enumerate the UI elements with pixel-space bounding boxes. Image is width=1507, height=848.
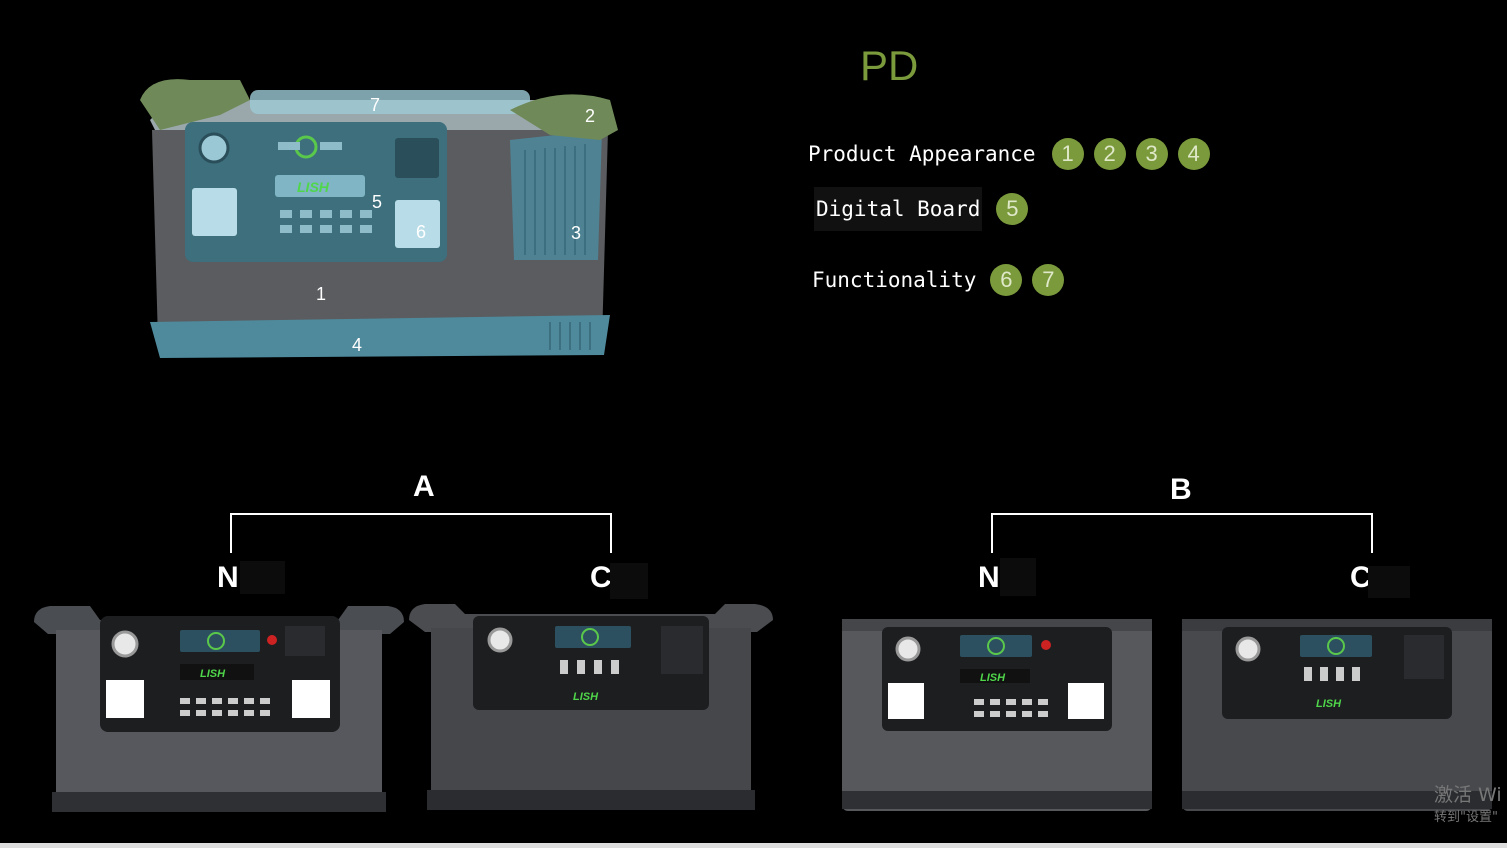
hero-logo: LISH xyxy=(297,179,330,195)
number-badge: 4 xyxy=(1177,138,1210,170)
redacted-block xyxy=(240,561,285,594)
page-title: PD xyxy=(860,42,919,89)
feature-label: Functionality xyxy=(812,268,977,292)
product-image-a-n: LISH xyxy=(34,606,404,812)
number-badge: 1 xyxy=(1051,138,1084,170)
feature-digital-board: Digital Board 5 xyxy=(814,187,1029,231)
activation-watermark: 激活 Wi xyxy=(1434,784,1502,806)
number-badge: 3 xyxy=(1135,138,1168,170)
product-image-b-n: LISH xyxy=(842,619,1152,811)
group-label-b: B xyxy=(1170,473,1192,506)
group-label-a: A xyxy=(413,470,435,503)
product-image-b-c: LISH xyxy=(1182,619,1492,811)
number-badge: 7 xyxy=(1032,264,1065,296)
feature-product-appearance: Product Appearance 1 2 3 4 xyxy=(808,138,1210,170)
callout-number: 1 xyxy=(316,284,327,304)
number-badge: 2 xyxy=(1093,138,1126,170)
callout-number: 3 xyxy=(571,223,582,243)
redacted-block xyxy=(1368,566,1410,598)
callout-number: 7 xyxy=(370,95,381,115)
product-logo: LISH xyxy=(980,672,1006,684)
callout-number: 2 xyxy=(585,106,596,126)
redacted-block xyxy=(610,563,648,599)
callout-number: 4 xyxy=(352,335,363,355)
group-bracket xyxy=(230,513,612,553)
feature-functionality: Functionality 6 7 xyxy=(812,264,1065,296)
number-badge: 6 xyxy=(990,264,1023,296)
variant-label: C xyxy=(590,561,612,594)
product-image-a-c: LISH xyxy=(409,604,773,810)
variant-label: N xyxy=(217,561,239,594)
product-logo: LISH xyxy=(573,691,599,703)
feature-label: Product Appearance xyxy=(808,142,1036,166)
callout-number: 5 xyxy=(372,192,383,212)
feature-label: Digital Board xyxy=(814,187,983,231)
variant-label: C xyxy=(1350,561,1372,594)
callout-number: 6 xyxy=(416,222,427,242)
footer-divider xyxy=(0,843,1507,848)
hero-product-image: LISH xyxy=(140,79,618,358)
variant-label: N xyxy=(978,561,1000,594)
redacted-block xyxy=(1000,558,1036,596)
activation-watermark-sub: 转到"设置" xyxy=(1434,810,1498,825)
number-badge: 5 xyxy=(996,193,1029,225)
product-logo: LISH xyxy=(200,668,226,680)
group-bracket xyxy=(991,513,1373,553)
product-logo: LISH xyxy=(1316,698,1342,710)
